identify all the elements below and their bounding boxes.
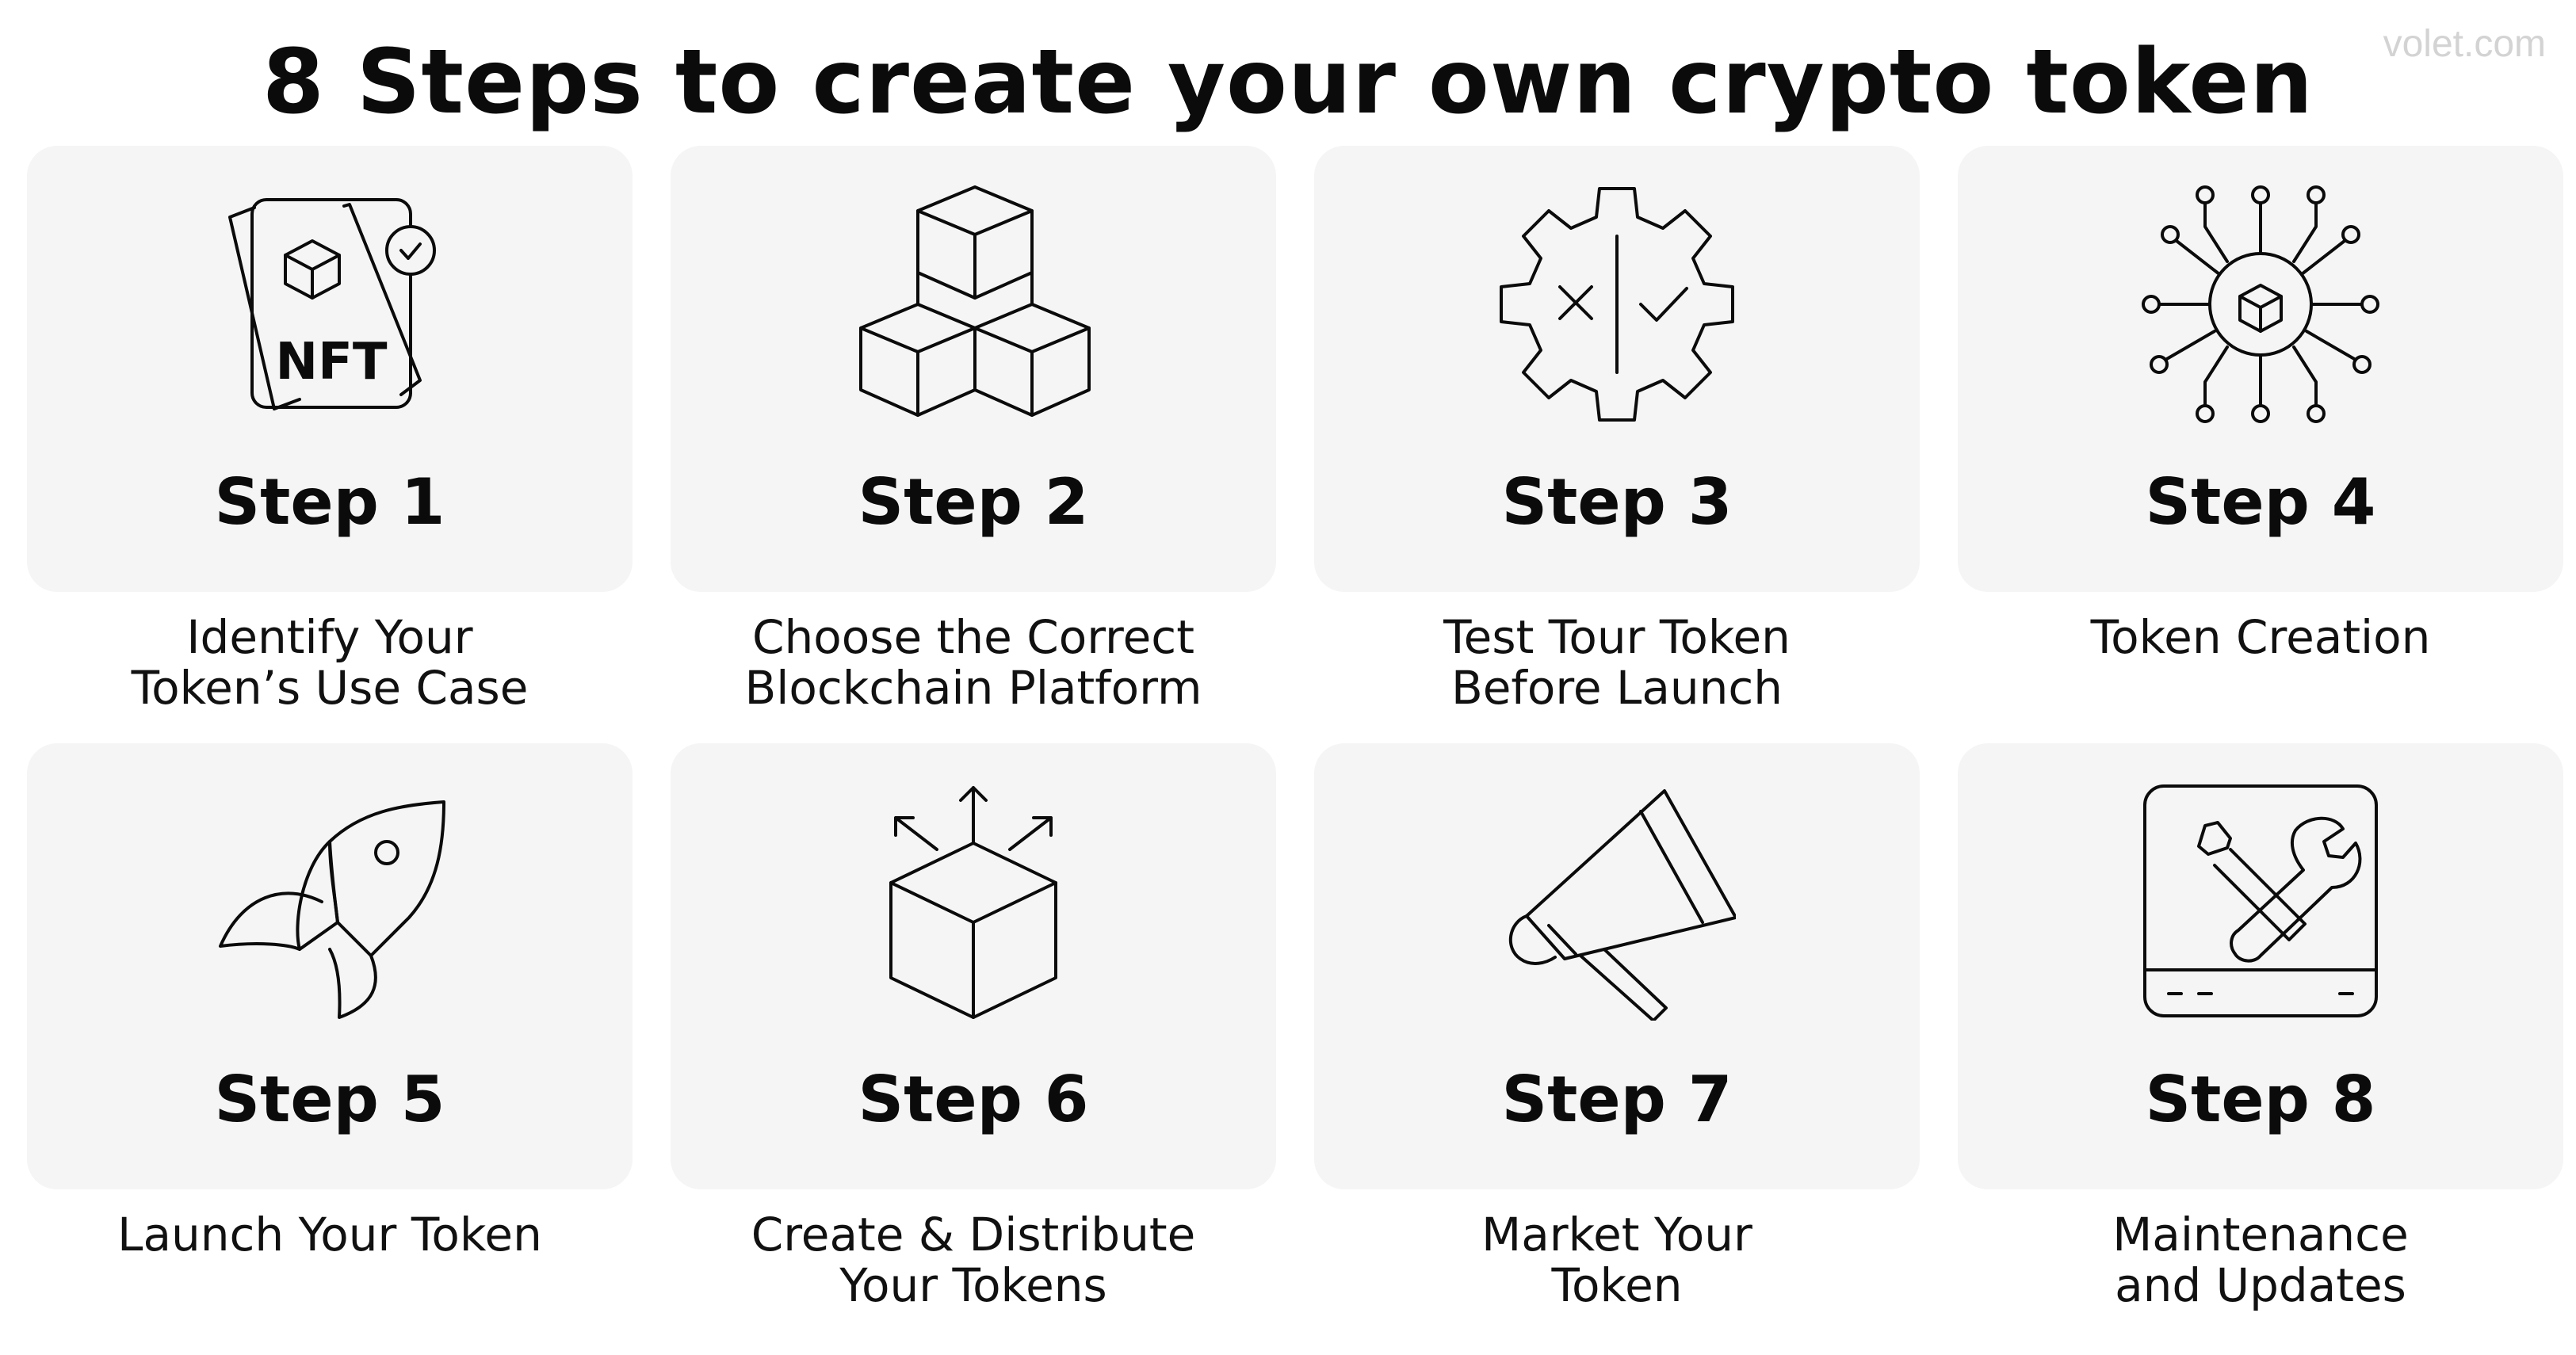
step-label-2: Step 2 xyxy=(858,465,1089,539)
step-card-1: NFT Step 1 xyxy=(27,146,633,592)
step-label-3: Step 3 xyxy=(1501,465,1733,539)
rocket-icon xyxy=(219,800,445,1019)
nft-card-icon: NFT xyxy=(228,198,436,410)
step-card-4: Step 4 xyxy=(1958,146,2563,592)
step-desc-2: Choose the Correct Blockchain Platform xyxy=(744,610,1202,715)
maintenance-tools-icon xyxy=(2143,784,2378,1017)
step-label-5: Step 5 xyxy=(214,1063,445,1136)
step-desc-7: Market Your Token xyxy=(1481,1208,1752,1312)
step-label-6: Step 6 xyxy=(858,1063,1089,1136)
step-card-5: Step 5 xyxy=(27,743,633,1189)
step-card-8: Step 8 xyxy=(1958,743,2563,1189)
watermark: volet.com xyxy=(2383,23,2546,65)
network-cube-icon xyxy=(2142,185,2379,423)
step-card-6: Step 6 xyxy=(671,743,1276,1189)
step-desc-3: Test Tour Token Before Launch xyxy=(1443,610,1791,715)
stacked-cubes-icon xyxy=(859,185,1091,417)
megaphone-icon xyxy=(1508,789,1736,1021)
page-title: 8 Steps to create your own crypto token xyxy=(262,31,2314,134)
step-card-2: Step 2 xyxy=(671,146,1276,592)
step-label-4: Step 4 xyxy=(2145,465,2376,539)
step-label-7: Step 7 xyxy=(1501,1063,1733,1136)
step-desc-6: Create & Distribute Your Tokens xyxy=(751,1208,1196,1312)
step-card-7: Step 7 xyxy=(1314,743,1920,1189)
distribute-cube-icon xyxy=(889,786,1057,1019)
step-desc-4: Token Creation xyxy=(2090,610,2431,664)
step-desc-8: Maintenance and Updates xyxy=(2112,1208,2409,1312)
step-label-8: Step 8 xyxy=(2145,1063,2376,1136)
step-label-1: Step 1 xyxy=(214,465,445,539)
step-desc-5: Launch Your Token xyxy=(117,1208,542,1261)
nft-icon-text: NFT xyxy=(276,333,388,391)
step-card-3: Step 3 xyxy=(1314,146,1920,592)
step-desc-1: Identify Your Token’s Use Case xyxy=(131,610,529,715)
gear-test-icon xyxy=(1500,187,1734,422)
